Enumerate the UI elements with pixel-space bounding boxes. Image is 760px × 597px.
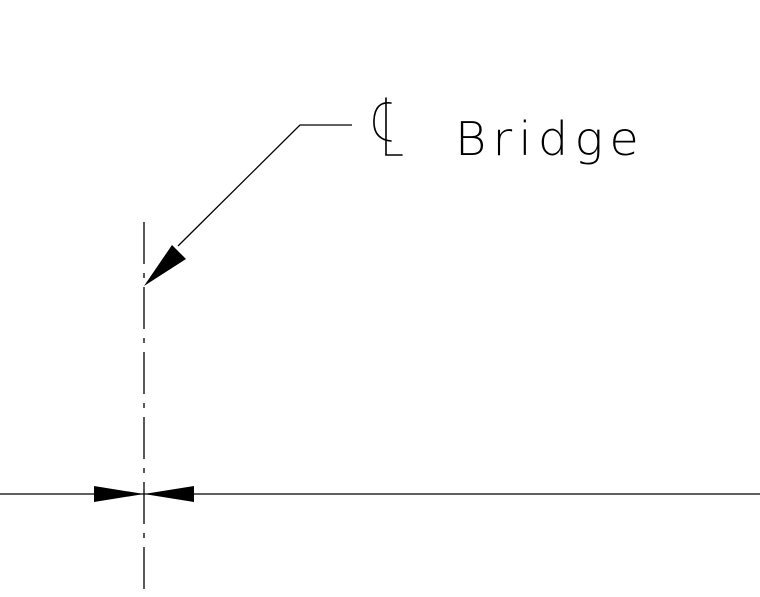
leader-line [177,124,352,247]
centerline-icon [373,97,403,156]
centerline-label: Bridge [455,112,645,166]
left-dimension-arrowhead-icon [94,486,144,502]
leader-arrowhead-icon [144,245,186,286]
right-dimension-arrowhead-icon [144,486,194,502]
